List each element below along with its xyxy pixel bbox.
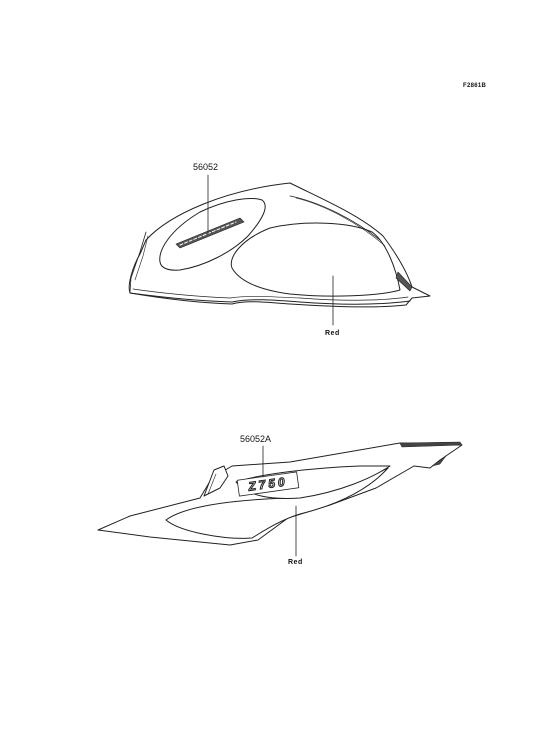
leader-lines [207,174,334,557]
part-number-56052: 56052 [193,162,219,172]
color-label-side-cover: Red [288,559,303,566]
z750-decal: Z750 [247,474,289,493]
figure-code: F2861B [463,83,487,89]
color-label-tank: Red [325,330,340,337]
fuel-tank-illustration [128,182,431,308]
part-number-56052a: 56052A [240,434,272,444]
side-cover-illustration [97,441,463,546]
